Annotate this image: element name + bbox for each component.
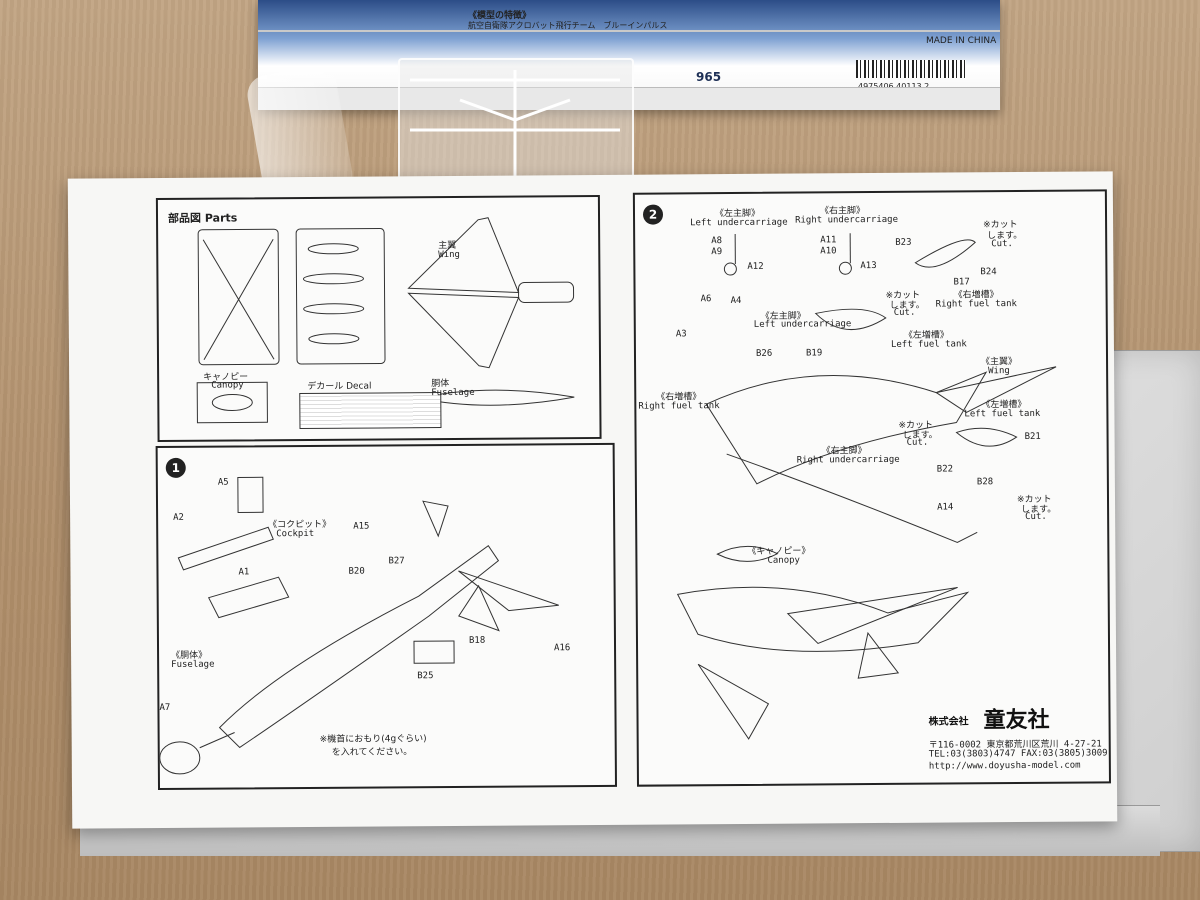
fuselage-step1-en: Fuselage	[171, 659, 215, 670]
box-jet-number: 965	[696, 70, 722, 84]
box-headline: 《模型の特徴》	[468, 11, 532, 21]
nose-weight-note-2: を入れてください。	[331, 747, 413, 758]
parts-diagram	[196, 217, 575, 424]
part-a3: A3	[675, 329, 687, 340]
parts-panel: 部品図 Parts 主翼 Wing キャノピー Canopy デカール Deca…	[155, 194, 602, 443]
step2-diagram	[676, 233, 1057, 740]
box-bottom-band	[258, 87, 1000, 110]
part-b21: B21	[1024, 431, 1041, 442]
right-main2-en: Right undercarriage	[796, 454, 900, 466]
wing-step2-en: Wing	[988, 366, 1010, 377]
barcode	[856, 60, 966, 78]
box-barcode-number: 4975406 40113 2	[858, 82, 929, 91]
part-a4: A4	[730, 295, 742, 307]
right-tank-top-en: Right fuel tank	[935, 299, 1017, 310]
instruction-sheet: 部品図 Parts 主翼 Wing キャノピー Canopy デカール Deca…	[67, 171, 1118, 829]
step1-diagram	[159, 476, 559, 775]
part-a5: A5	[217, 477, 229, 488]
part-b18: B18	[468, 635, 486, 646]
part-a12: A12	[747, 261, 764, 272]
part-b28: B28	[976, 477, 994, 488]
nose-weight-note-1: ※機首におもり(4gぐらい)	[319, 734, 427, 745]
sprue-drawing	[410, 70, 620, 190]
part-b22: B22	[936, 464, 954, 475]
right-main-en: Right undercarriage	[795, 214, 899, 226]
cockpit-label-en: Cockpit	[276, 528, 315, 540]
part-a13: A13	[860, 261, 877, 272]
left-tank2-en: Left fuel tank	[964, 408, 1041, 420]
maker-prefix: 株式会社	[928, 716, 969, 728]
part-b24: B24	[980, 267, 997, 278]
left-main-en: Left undercarriage	[690, 217, 788, 229]
right-tank2-en: Right fuel tank	[638, 401, 720, 412]
cut-note-4-en: Cut.	[1025, 511, 1047, 522]
part-b27: B27	[388, 556, 405, 567]
part-a2: A2	[173, 512, 184, 523]
maker-tel: TEL:03(3803)4747 FAX:03(3805)3009	[928, 748, 1108, 760]
maker-url: http://www.doyusha-model.com	[928, 760, 1081, 772]
part-b19: B19	[805, 348, 823, 359]
step1-panel: 1 A5 A2 A1 《コクピット》 Cockpit A15 B20 B27 B…	[155, 442, 618, 791]
canopy-label-en: Canopy	[211, 380, 244, 391]
part-a11: A11	[820, 235, 837, 246]
part-b25: B25	[417, 671, 434, 682]
part-a14: A14	[937, 502, 954, 513]
decal-label: デカール Decal	[307, 381, 372, 392]
part-a15: A15	[353, 521, 370, 532]
cut-note-3-en: Cut.	[906, 437, 929, 448]
part-a10: A10	[820, 246, 837, 257]
cut-note-2-en: Cut.	[893, 307, 916, 318]
left-main2-en: Left undercarriage	[753, 319, 852, 330]
box-subline: 航空自衛隊アクロバット飛行チーム ブルーインパルス	[468, 21, 668, 30]
part-b20: B20	[348, 566, 365, 577]
part-a7: A7	[159, 702, 171, 714]
part-a9: A9	[711, 247, 723, 258]
canopy-step2-en: Canopy	[767, 555, 800, 566]
maker-name: 童友社	[983, 707, 1050, 734]
fuselage-label-en: Fuselage	[431, 387, 475, 399]
part-a6: A6	[700, 294, 712, 305]
part-b26: B26	[755, 348, 773, 359]
part-a8: A8	[711, 236, 723, 247]
box-divider	[258, 30, 1000, 32]
part-a16: A16	[553, 643, 571, 654]
part-b17: B17	[953, 277, 970, 288]
part-b23: B23	[895, 237, 912, 248]
left-tank-top-en: Left fuel tank	[890, 339, 967, 350]
decal-sheet	[299, 392, 442, 430]
box-made-in: MADE IN CHINA	[926, 36, 997, 46]
wing-label-en: Wing	[438, 249, 461, 261]
kit-box-lid: 《模型の特徴》 航空自衛隊アクロバット飛行チーム ブルーインパルス MADE I…	[258, 0, 1000, 110]
step2-panel: 2 《左主脚》 Left undercarriage 《右主脚》 Right u…	[632, 189, 1111, 787]
cut-note-1-en: Cut.	[991, 239, 1013, 250]
part-a1: A1	[238, 567, 250, 578]
